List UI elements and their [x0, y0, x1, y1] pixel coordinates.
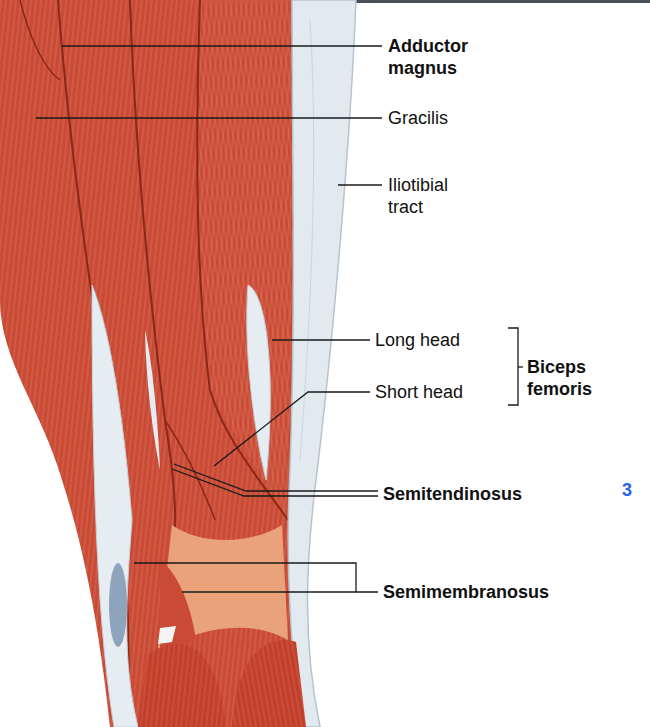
calf-muscle — [138, 643, 226, 727]
bracket — [518, 366, 523, 367]
iliotibial-band — [288, 0, 356, 727]
tendon-shadow — [109, 563, 127, 647]
muscle-label: Biceps femoris — [527, 356, 627, 400]
leader-line — [174, 464, 378, 491]
leader-line — [214, 392, 370, 466]
adductor-border — [20, 0, 60, 80]
leader-line — [134, 563, 378, 592]
leader-line — [172, 469, 378, 496]
muscle-label: Iliotibial tract — [388, 174, 488, 218]
muscle-label: Semitendinosus — [383, 483, 613, 505]
leader-line — [272, 339, 370, 340]
tendon — [158, 626, 176, 644]
head-label: Short head — [375, 381, 505, 403]
callout-number: 3 — [622, 479, 646, 501]
tendon — [92, 285, 138, 727]
leader-line — [182, 591, 356, 592]
semitendinosus-border — [130, 0, 175, 560]
head-label: Long head — [375, 329, 505, 351]
muscle-label: Gracilis — [388, 107, 538, 129]
muscle-mass — [0, 0, 306, 727]
tendon — [145, 330, 160, 470]
calf-fibres — [232, 640, 306, 727]
muscle-label: Semimembranosus — [383, 581, 623, 603]
leader-line — [62, 45, 382, 46]
calf-muscle — [232, 640, 306, 727]
tendon — [247, 285, 271, 480]
calf-fibres — [138, 643, 226, 727]
muscle-fibres — [0, 0, 306, 727]
bracket — [508, 328, 518, 405]
muscle-label: Adductor magnus — [388, 35, 508, 79]
biceps-border — [197, 0, 288, 520]
leader-line — [36, 117, 382, 118]
popliteal-fossa — [158, 525, 288, 650]
band-shading — [300, 20, 314, 460]
leader-line — [338, 184, 382, 185]
